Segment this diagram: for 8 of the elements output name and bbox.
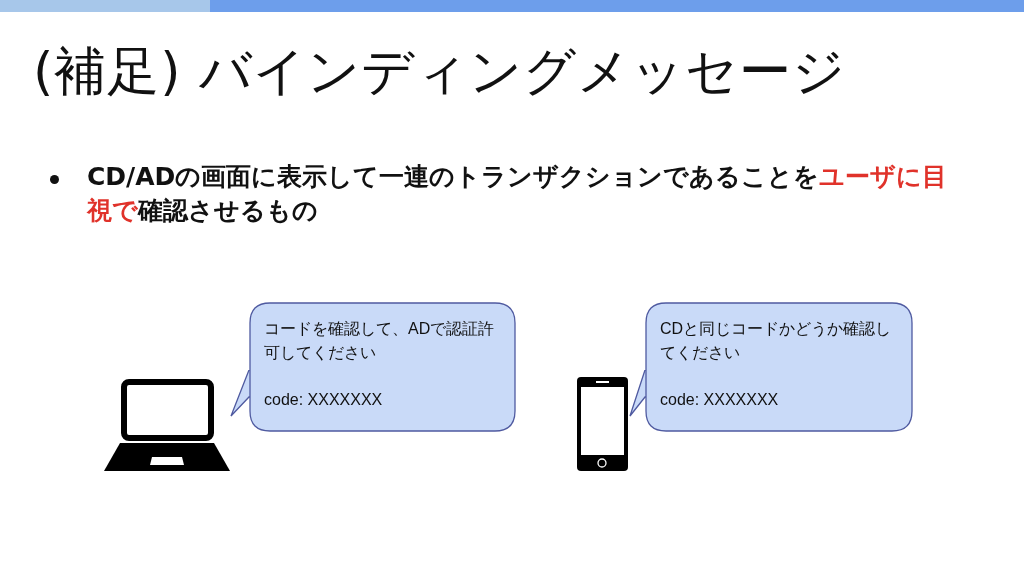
message-text: CDと同じコードかどうか確認してください	[660, 319, 893, 363]
slide-title: (補足) バインディングメッセージ	[33, 40, 847, 103]
speech-bubble	[249, 302, 516, 432]
speech-bubble	[645, 302, 913, 432]
bullet-text: CD/ADの画面に表示して一連のトランザクションであることをユーザに目視で確認させるもの	[87, 161, 949, 227]
code-text: code: XXXXXXX	[264, 390, 384, 410]
message-text: コードを確認して、ADで認証許可してください	[264, 319, 496, 363]
code-text: code: XXXXXXX	[660, 390, 780, 410]
